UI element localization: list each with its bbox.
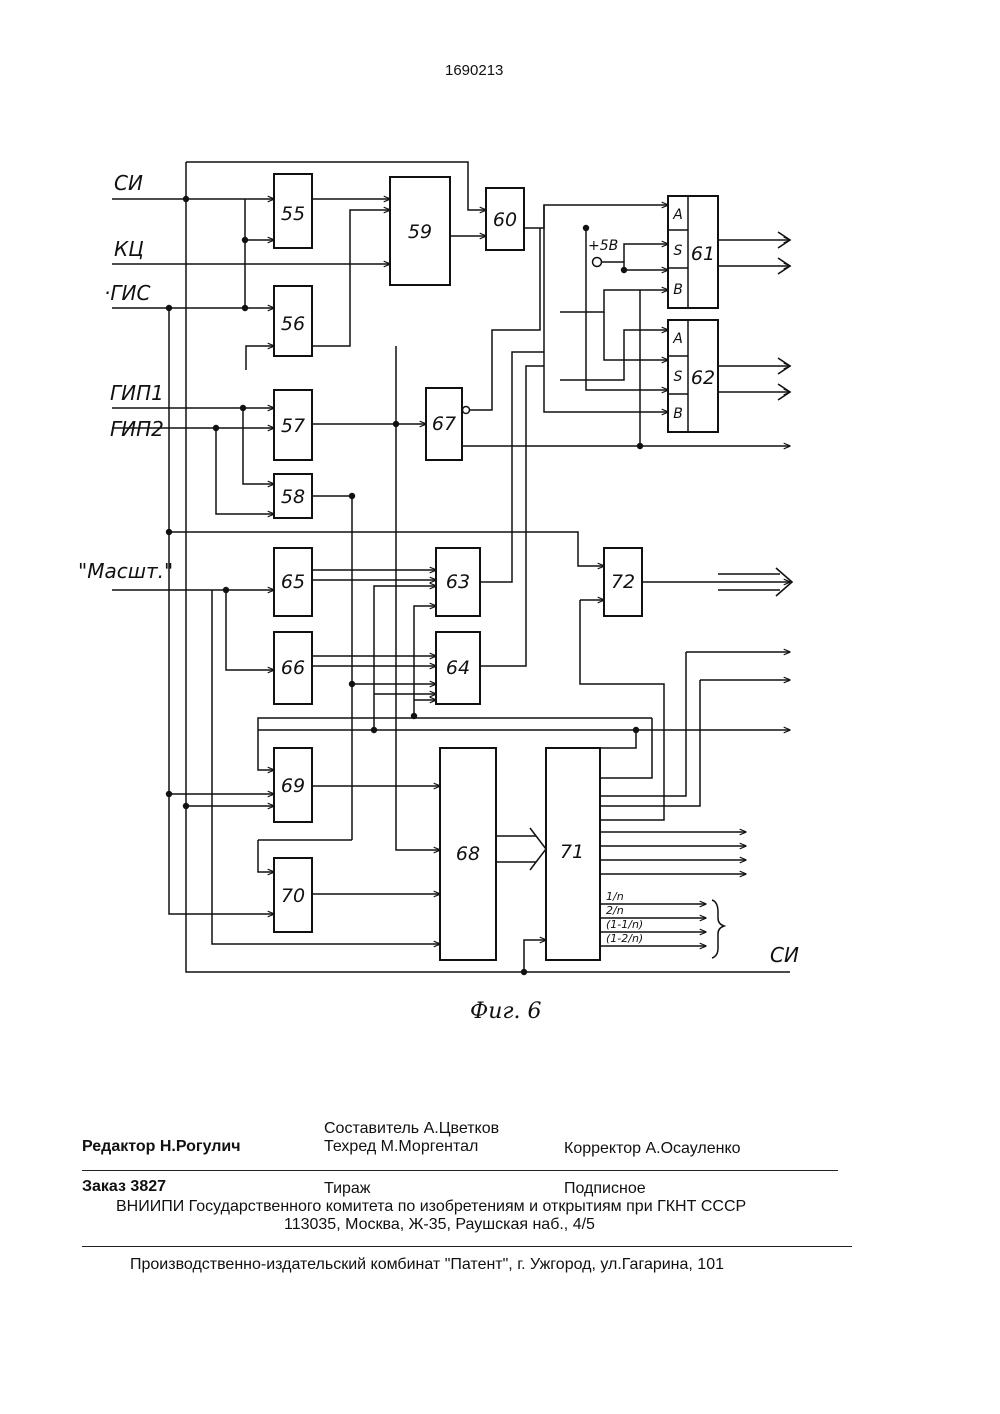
supply-label: +5В [588, 238, 618, 254]
block-label-59: 59 [408, 221, 432, 243]
block-label-66: 66 [281, 657, 305, 679]
output-1n-label: 1/n [606, 890, 624, 903]
block-label-64: 64 [446, 657, 470, 679]
output-1-2n-label: (1-2/n) [606, 932, 643, 945]
port-s-62: S [674, 369, 683, 385]
block-label-60: 60 [493, 209, 517, 231]
input-gip2-label: ГИП2 [110, 417, 164, 441]
block-label-63: 63 [446, 571, 470, 593]
corrector: Корректор А.Осауленко [564, 1140, 741, 1158]
institute: ВНИИПИ Государственного комитета по изоб… [116, 1198, 746, 1216]
port-s-61: S [674, 243, 683, 259]
publisher: Производственно-издательский комбинат "П… [130, 1256, 724, 1274]
block-label-67: 67 [432, 413, 456, 435]
block-label-62: 62 [691, 367, 715, 389]
techred: Техред М.Моргентал [324, 1138, 478, 1156]
block-label-56: 56 [281, 313, 305, 335]
block-label-55: 55 [281, 203, 305, 225]
block-label-69: 69 [281, 775, 305, 797]
input-kc-label: КЦ [114, 237, 144, 261]
rule-bottom [82, 1246, 852, 1247]
block-label-71: 71 [560, 841, 584, 863]
subscription: Подписное [564, 1180, 646, 1198]
block-label-70: 70 [281, 885, 305, 907]
compiler: Составитель А.Цветков [324, 1120, 499, 1138]
port-a-62: A [672, 331, 683, 347]
rule-top [82, 1170, 838, 1171]
order: Заказ 3827 [82, 1178, 166, 1196]
output-2n-label: 2/n [606, 904, 624, 917]
output-1-1n-label: (1-1/n) [606, 918, 643, 931]
port-b-62: B [673, 406, 683, 422]
circulation: Тираж [324, 1180, 371, 1198]
input-masht-label: "Масшт." [78, 559, 173, 583]
output-si-label: СИ [770, 943, 799, 967]
editor: Редактор Н.Рогулич [82, 1138, 241, 1156]
address: 113035, Москва, Ж-35, Раушская наб., 4/5 [284, 1216, 595, 1234]
supply-terminal [593, 258, 602, 267]
port-a-61: A [672, 207, 683, 223]
block-label-58: 58 [281, 486, 305, 508]
input-gis-label: ·ГИС [104, 281, 150, 305]
input-gip1-label: ГИП1 [110, 381, 164, 405]
block-label-61: 61 [691, 243, 715, 265]
inverting-output [463, 407, 470, 414]
port-b-61: B [673, 282, 683, 298]
input-si-label: СИ [114, 171, 143, 195]
block-label-72: 72 [611, 571, 635, 593]
block-label-68: 68 [456, 843, 480, 865]
figure-caption: Фиг. 6 [470, 999, 542, 1024]
block-label-57: 57 [281, 415, 305, 437]
block-label-65: 65 [281, 571, 305, 593]
